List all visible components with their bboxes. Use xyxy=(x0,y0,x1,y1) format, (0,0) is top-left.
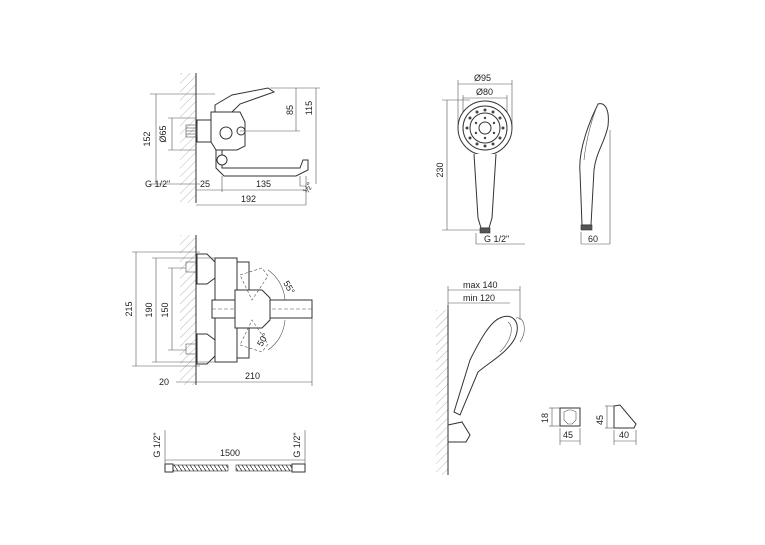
dim-45b: 45 xyxy=(595,415,605,425)
shower-head-side: 60 xyxy=(579,103,611,245)
dim-230: 230 xyxy=(435,162,445,177)
shower-on-holder: max 140 min 120 xyxy=(436,280,525,475)
svg-text:½": ½" xyxy=(301,181,315,195)
dim-115: 115 xyxy=(304,101,314,115)
angle-55: 55° xyxy=(281,279,297,296)
hose-segment-left xyxy=(172,464,229,472)
dim-85: 85 xyxy=(285,105,295,115)
dim-210: 210 xyxy=(245,371,260,381)
dim-135: 135 xyxy=(256,179,271,189)
hose-segment-right xyxy=(235,464,293,472)
wall-hatch-2 xyxy=(180,235,196,385)
shower-handle xyxy=(473,153,497,229)
dim-215: 215 xyxy=(124,301,134,316)
dim-45a: 45 xyxy=(563,430,573,440)
spout xyxy=(215,149,309,177)
hose-length: 1500 xyxy=(220,448,240,458)
max-140: max 140 xyxy=(463,280,498,290)
angle-50: 50° xyxy=(255,331,271,348)
dim-20: 20 xyxy=(159,377,169,387)
dim-18: 18 xyxy=(540,413,550,423)
min-120: min 120 xyxy=(463,293,495,303)
lever-handle xyxy=(214,87,276,113)
wall-hatch xyxy=(180,73,196,203)
holder-details: 18 45 45 40 xyxy=(540,404,637,445)
dim-d80: Ø80 xyxy=(476,87,493,97)
faucet-side-view: 152 Ø65 85 115 G 1/2" 25 135 192 ½" xyxy=(142,73,320,206)
dim-40: 40 xyxy=(619,430,629,440)
wall-hatch-3 xyxy=(436,310,448,475)
dim-d65: Ø65 xyxy=(158,125,168,142)
label-g-half: G 1/2" xyxy=(145,179,170,189)
hose-drawing: G 1/2" G 1/2" 1500 xyxy=(152,430,306,473)
dim-150: 150 xyxy=(160,302,170,317)
hose-g-right: G 1/2" xyxy=(292,432,302,457)
dim-152: 152 xyxy=(142,131,152,146)
dim-192: 192 xyxy=(241,194,256,204)
shower-head-front: Ø95 Ø80 230 G 1/2" xyxy=(435,73,525,245)
hose-g-left: G 1/2" xyxy=(152,432,162,457)
dim-d95: Ø95 xyxy=(474,73,491,83)
dim-25: 25 xyxy=(200,179,210,189)
shower-g-half: G 1/2" xyxy=(484,234,509,244)
dim-190: 190 xyxy=(144,302,154,317)
faucet-top-view: 55° 50° 215 190 150 20 210 xyxy=(124,235,313,387)
dim-60: 60 xyxy=(588,234,598,244)
